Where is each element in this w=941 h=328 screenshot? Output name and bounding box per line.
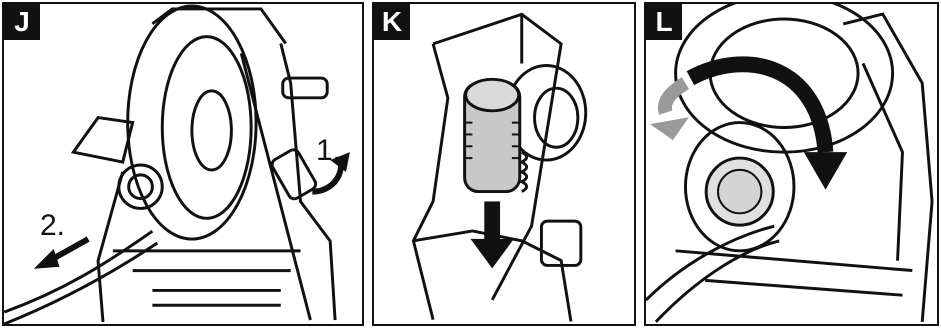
panel-k: K — [372, 2, 636, 326]
panel-label-l: L — [646, 4, 682, 40]
panel-label-j: J — [4, 4, 40, 40]
knob-rotation-illustration-l — [646, 4, 934, 323]
panel-j: J — [2, 2, 364, 326]
hose-reel-illustration-j — [4, 4, 350, 324]
step-label-2: 2. — [40, 209, 66, 242]
step-label-1: 1. — [316, 134, 342, 167]
cord-holder-illustration-k — [411, 12, 588, 322]
panel-label-k: K — [374, 4, 410, 40]
panel-l: L — [644, 2, 939, 326]
